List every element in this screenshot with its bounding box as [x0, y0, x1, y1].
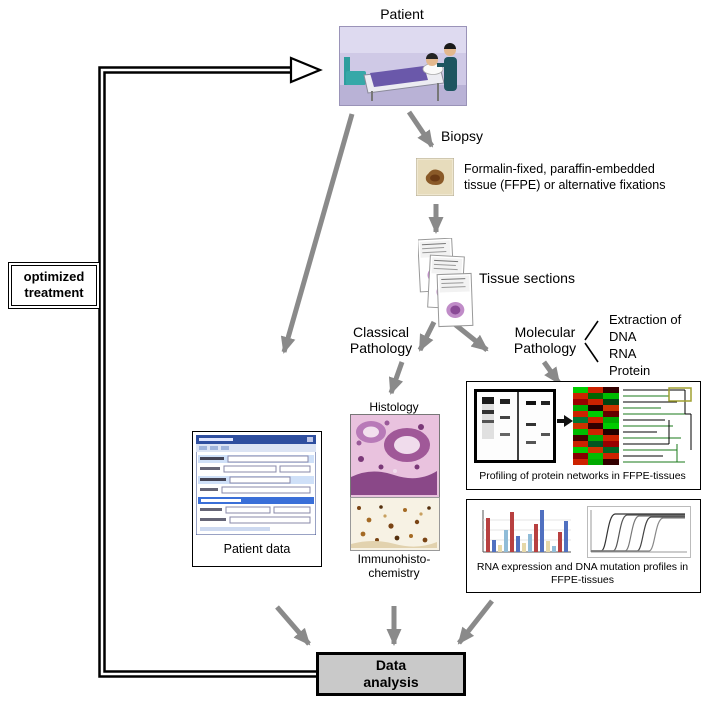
expression-profiles-caption: RNA expression and DNA mutation profiles… — [467, 561, 698, 587]
patient-data-box: Patient data — [192, 431, 322, 567]
arrow-patient-to-biopsy — [406, 110, 435, 148]
classical-line1: Classical — [352, 324, 409, 340]
biopsy-label: Biopsy — [441, 128, 484, 144]
molecular-pathology-label: Molecular Pathology — [500, 324, 590, 356]
extraction-item-rna: RNA — [609, 346, 637, 361]
optimized-treatment-line1: optimized — [23, 269, 85, 284]
expression-caption-line1: RNA expression and DNA mutation profiles… — [476, 561, 689, 573]
patient-label: Patient — [380, 6, 424, 22]
protein-profiling-box: Profiling of protein networks in FFPE-ti… — [466, 381, 701, 490]
ffpe-description-line2: tissue (FFPE) or alternative fixations — [464, 178, 666, 192]
arrow-patient-data-to-analysis — [275, 605, 311, 646]
extraction-item-dna: DNA — [609, 329, 637, 344]
ffpe-description-line1: Formalin-fixed, paraffin-embedded — [464, 162, 655, 176]
arrow-molecular-to-profiling — [541, 360, 562, 385]
data-analysis-line1: Data — [375, 657, 407, 673]
blot-to-heatmap-arrow — [557, 414, 573, 432]
arrow-patient-to-patient-data — [280, 113, 355, 354]
tissue-sections-label: Tissue sections — [479, 270, 575, 286]
tissue-sections-image — [417, 237, 474, 328]
western-blot-image — [474, 389, 556, 468]
expression-profiles-box: RNA expression and DNA mutation profiles… — [466, 499, 701, 593]
patient-illustration — [339, 26, 467, 106]
ihc-line2: chemistry — [368, 566, 420, 580]
optimized-treatment-line2: treatment — [24, 285, 84, 300]
arrow-feedback-loop — [98, 56, 323, 678]
classical-line2: Pathology — [349, 340, 413, 356]
data-analysis-box: Data analysis — [316, 652, 466, 696]
histology-label: Histology — [369, 400, 419, 414]
extraction-title: Extraction of — [609, 312, 682, 327]
arrow-classical-to-histology — [388, 361, 405, 395]
heatmap-cluster-image — [573, 387, 695, 470]
ffpe-block-image — [415, 157, 455, 197]
ffpe-description: Formalin-fixed, paraffin-embedded tissue… — [464, 161, 704, 193]
molecular-line2: Pathology — [513, 340, 577, 356]
expression-bar-chart — [475, 506, 575, 563]
ihc-line1: Immunohisto- — [357, 552, 431, 566]
extraction-bracket — [584, 320, 599, 363]
histology-image — [350, 414, 440, 498]
protein-profiling-caption: Profiling of protein networks in FFPE-ti… — [479, 470, 686, 482]
optimized-treatment-box: optimized treatment — [8, 262, 100, 309]
data-analysis-line2: analysis — [363, 674, 419, 690]
immunohistochemistry-label: Immunohisto- chemistry — [342, 552, 446, 580]
arrow-sections-to-molecular — [450, 320, 489, 352]
expression-caption-line2: FFPE-tissues — [550, 574, 614, 586]
arrow-sections-to-classical — [417, 320, 437, 352]
extraction-list: Extraction of DNA RNA Protein — [609, 311, 681, 379]
patient-data-label: Patient data — [223, 542, 291, 556]
amplification-curves-chart — [587, 506, 691, 563]
classical-pathology-label: Classical Pathology — [336, 324, 426, 356]
arrow-profiles-to-analysis — [457, 599, 494, 645]
extraction-item-protein: Protein — [609, 363, 651, 378]
molecular-line1: Molecular — [514, 324, 576, 340]
immunohistochemistry-image — [350, 497, 440, 551]
patient-data-form-image — [195, 434, 317, 540]
